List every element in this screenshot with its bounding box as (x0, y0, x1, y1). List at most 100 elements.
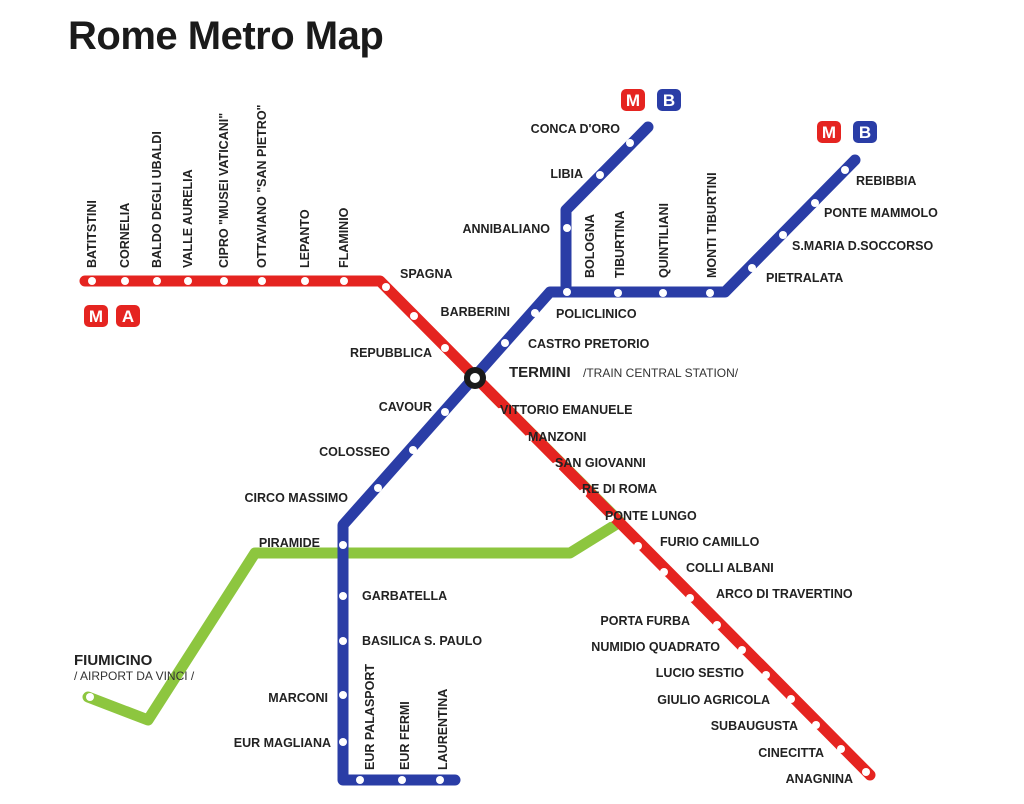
station-dot[interactable] (659, 289, 667, 297)
station-dot[interactable] (579, 489, 587, 497)
line-a-station-label[interactable]: COLLI ALBANI (686, 561, 774, 575)
line-a-station-label[interactable]: VALLE AURELIA (181, 169, 195, 268)
line-b-station-label[interactable]: COLOSSEO (319, 445, 390, 459)
station-dot[interactable] (398, 776, 406, 784)
line-b-station-label[interactable]: CASTRO PRETORIO (528, 337, 650, 351)
station-dot[interactable] (436, 776, 444, 784)
fiumicino-station-dot[interactable] (86, 693, 94, 701)
station-dot[interactable] (614, 289, 622, 297)
line-b-station-label[interactable]: EUR MAGLIANA (234, 736, 331, 750)
station-dot[interactable] (738, 646, 746, 654)
station-dot[interactable] (812, 721, 820, 729)
station-dot[interactable] (340, 277, 348, 285)
line-b-station-label[interactable]: CONCA D'ORO (531, 122, 621, 136)
station-dot[interactable] (706, 289, 714, 297)
line-a-station-label[interactable]: NUMIDIO QUADRATO (591, 640, 720, 654)
station-dot[interactable] (762, 671, 770, 679)
line-a-station-label[interactable]: BATITSTINI (85, 200, 99, 268)
station-dot[interactable] (409, 446, 417, 454)
line-a-station-label[interactable]: CIPRO "MUSEI VATICANI" (217, 113, 231, 268)
line-a-station-label[interactable]: GIULIO AGRICOLA (657, 693, 770, 707)
line-a-station-label[interactable]: LEPANTO (298, 209, 312, 268)
line-b-station-label[interactable]: BOLOGNA (583, 214, 597, 278)
line-a-station-label[interactable]: REPUBBLICA (350, 346, 432, 360)
line-b-station-label[interactable]: CAVOUR (379, 400, 432, 414)
line-a-station-label[interactable]: SAN GIOVANNI (555, 456, 646, 470)
station-dot[interactable] (339, 691, 347, 699)
station-dot[interactable] (626, 139, 634, 147)
line-a-station-label[interactable]: OTTAVIANO "SAN PIETRO" (255, 104, 269, 268)
line-b-station-label[interactable]: PONTE MAMMOLO (824, 206, 938, 220)
station-dot[interactable] (524, 435, 532, 443)
line-a-station-label[interactable]: FLAMINIO (337, 207, 351, 268)
line-a-station-label[interactable]: MANZONI (528, 430, 586, 444)
station-dot[interactable] (356, 776, 364, 784)
line-b-station-label[interactable]: CIRCO MASSIMO (245, 491, 349, 505)
station-dot[interactable] (220, 277, 228, 285)
station-dot[interactable] (634, 542, 642, 550)
line-b-station-label[interactable]: GARBATELLA (362, 589, 447, 603)
station-dot[interactable] (339, 541, 347, 549)
station-dot[interactable] (339, 738, 347, 746)
line-a-station-label[interactable]: CORNELIA (118, 203, 132, 268)
line-b-station-label[interactable]: TIBURTINA (613, 211, 627, 278)
line-a-station-label[interactable]: RE DI ROMA (582, 482, 657, 496)
station-dot[interactable] (713, 621, 721, 629)
station-dot[interactable] (153, 277, 161, 285)
station-dot[interactable] (501, 339, 509, 347)
line-b-station-label[interactable]: BASILICA S. PAULO (362, 634, 482, 648)
station-dot[interactable] (563, 288, 571, 296)
line-b-station-label[interactable]: EUR PALASPORT (363, 664, 377, 770)
station-dot[interactable] (787, 695, 795, 703)
station-dot[interactable] (841, 166, 849, 174)
line-a-station-label[interactable]: ANAGNINA (786, 772, 853, 786)
line-a-station-label[interactable]: SPAGNA (400, 267, 453, 281)
station-dot[interactable] (862, 768, 870, 776)
station-dot[interactable] (184, 277, 192, 285)
line-a-station-label[interactable]: ARCO DI TRAVERTINO (716, 587, 853, 601)
line-b-station-label[interactable]: PIRAMIDE (259, 536, 320, 550)
station-dot[interactable] (606, 514, 614, 522)
station-dot[interactable] (552, 462, 560, 470)
station-dot[interactable] (258, 277, 266, 285)
line-a-station-label[interactable]: VITTORIO EMANUELE (500, 403, 632, 417)
line-b-station-label[interactable]: EUR FERMI (398, 701, 412, 770)
station-dot[interactable] (596, 171, 604, 179)
station-dot[interactable] (410, 312, 418, 320)
line-a-station-label[interactable]: LUCIO SESTIO (656, 666, 744, 680)
station-dot[interactable] (301, 277, 309, 285)
line-b-station-label[interactable]: ANNIBALIANO (463, 222, 551, 236)
line-b-station-label[interactable]: LIBIA (550, 167, 583, 181)
station-dot[interactable] (531, 309, 539, 317)
line-b-station-label[interactable]: MARCONI (268, 691, 328, 705)
station-dot[interactable] (496, 408, 504, 416)
line-a-station-label[interactable]: FURIO CAMILLO (660, 535, 760, 549)
station-dot[interactable] (339, 637, 347, 645)
station-dot[interactable] (748, 264, 756, 272)
station-dot[interactable] (374, 484, 382, 492)
line-b-station-label[interactable]: QUINTILIANI (657, 203, 671, 278)
line-a-station-label[interactable]: BALDO DEGLI UBALDI (150, 131, 164, 268)
line-a-station-label[interactable]: BARBERINI (441, 305, 510, 319)
station-dot[interactable] (441, 408, 449, 416)
station-dot[interactable] (779, 231, 787, 239)
line-a-station-label[interactable]: PORTA FURBA (600, 614, 690, 628)
station-dot[interactable] (339, 592, 347, 600)
station-dot[interactable] (811, 199, 819, 207)
line-b-station-label[interactable]: REBIBBIA (856, 174, 916, 188)
station-dot[interactable] (686, 594, 694, 602)
station-dot[interactable] (563, 224, 571, 232)
line-a-station-label[interactable]: SUBAUGUSTA (711, 719, 798, 733)
line-b-station-label[interactable]: LAURENTINA (436, 689, 450, 770)
station-dot[interactable] (382, 283, 390, 291)
line-a-station-label[interactable]: PONTE LUNGO (605, 509, 697, 523)
line-b-station-label[interactable]: POLICLINICO (556, 307, 637, 321)
station-dot[interactable] (660, 568, 668, 576)
fiumicino-label[interactable]: FIUMICINO (74, 652, 153, 669)
station-dot[interactable] (441, 344, 449, 352)
station-dot[interactable] (837, 745, 845, 753)
line-b-station-label[interactable]: S.MARIA D.SOCCORSO (792, 239, 933, 253)
station-dot[interactable] (88, 277, 96, 285)
station-dot[interactable] (121, 277, 129, 285)
line-b-station-label[interactable]: PIETRALATA (766, 271, 843, 285)
